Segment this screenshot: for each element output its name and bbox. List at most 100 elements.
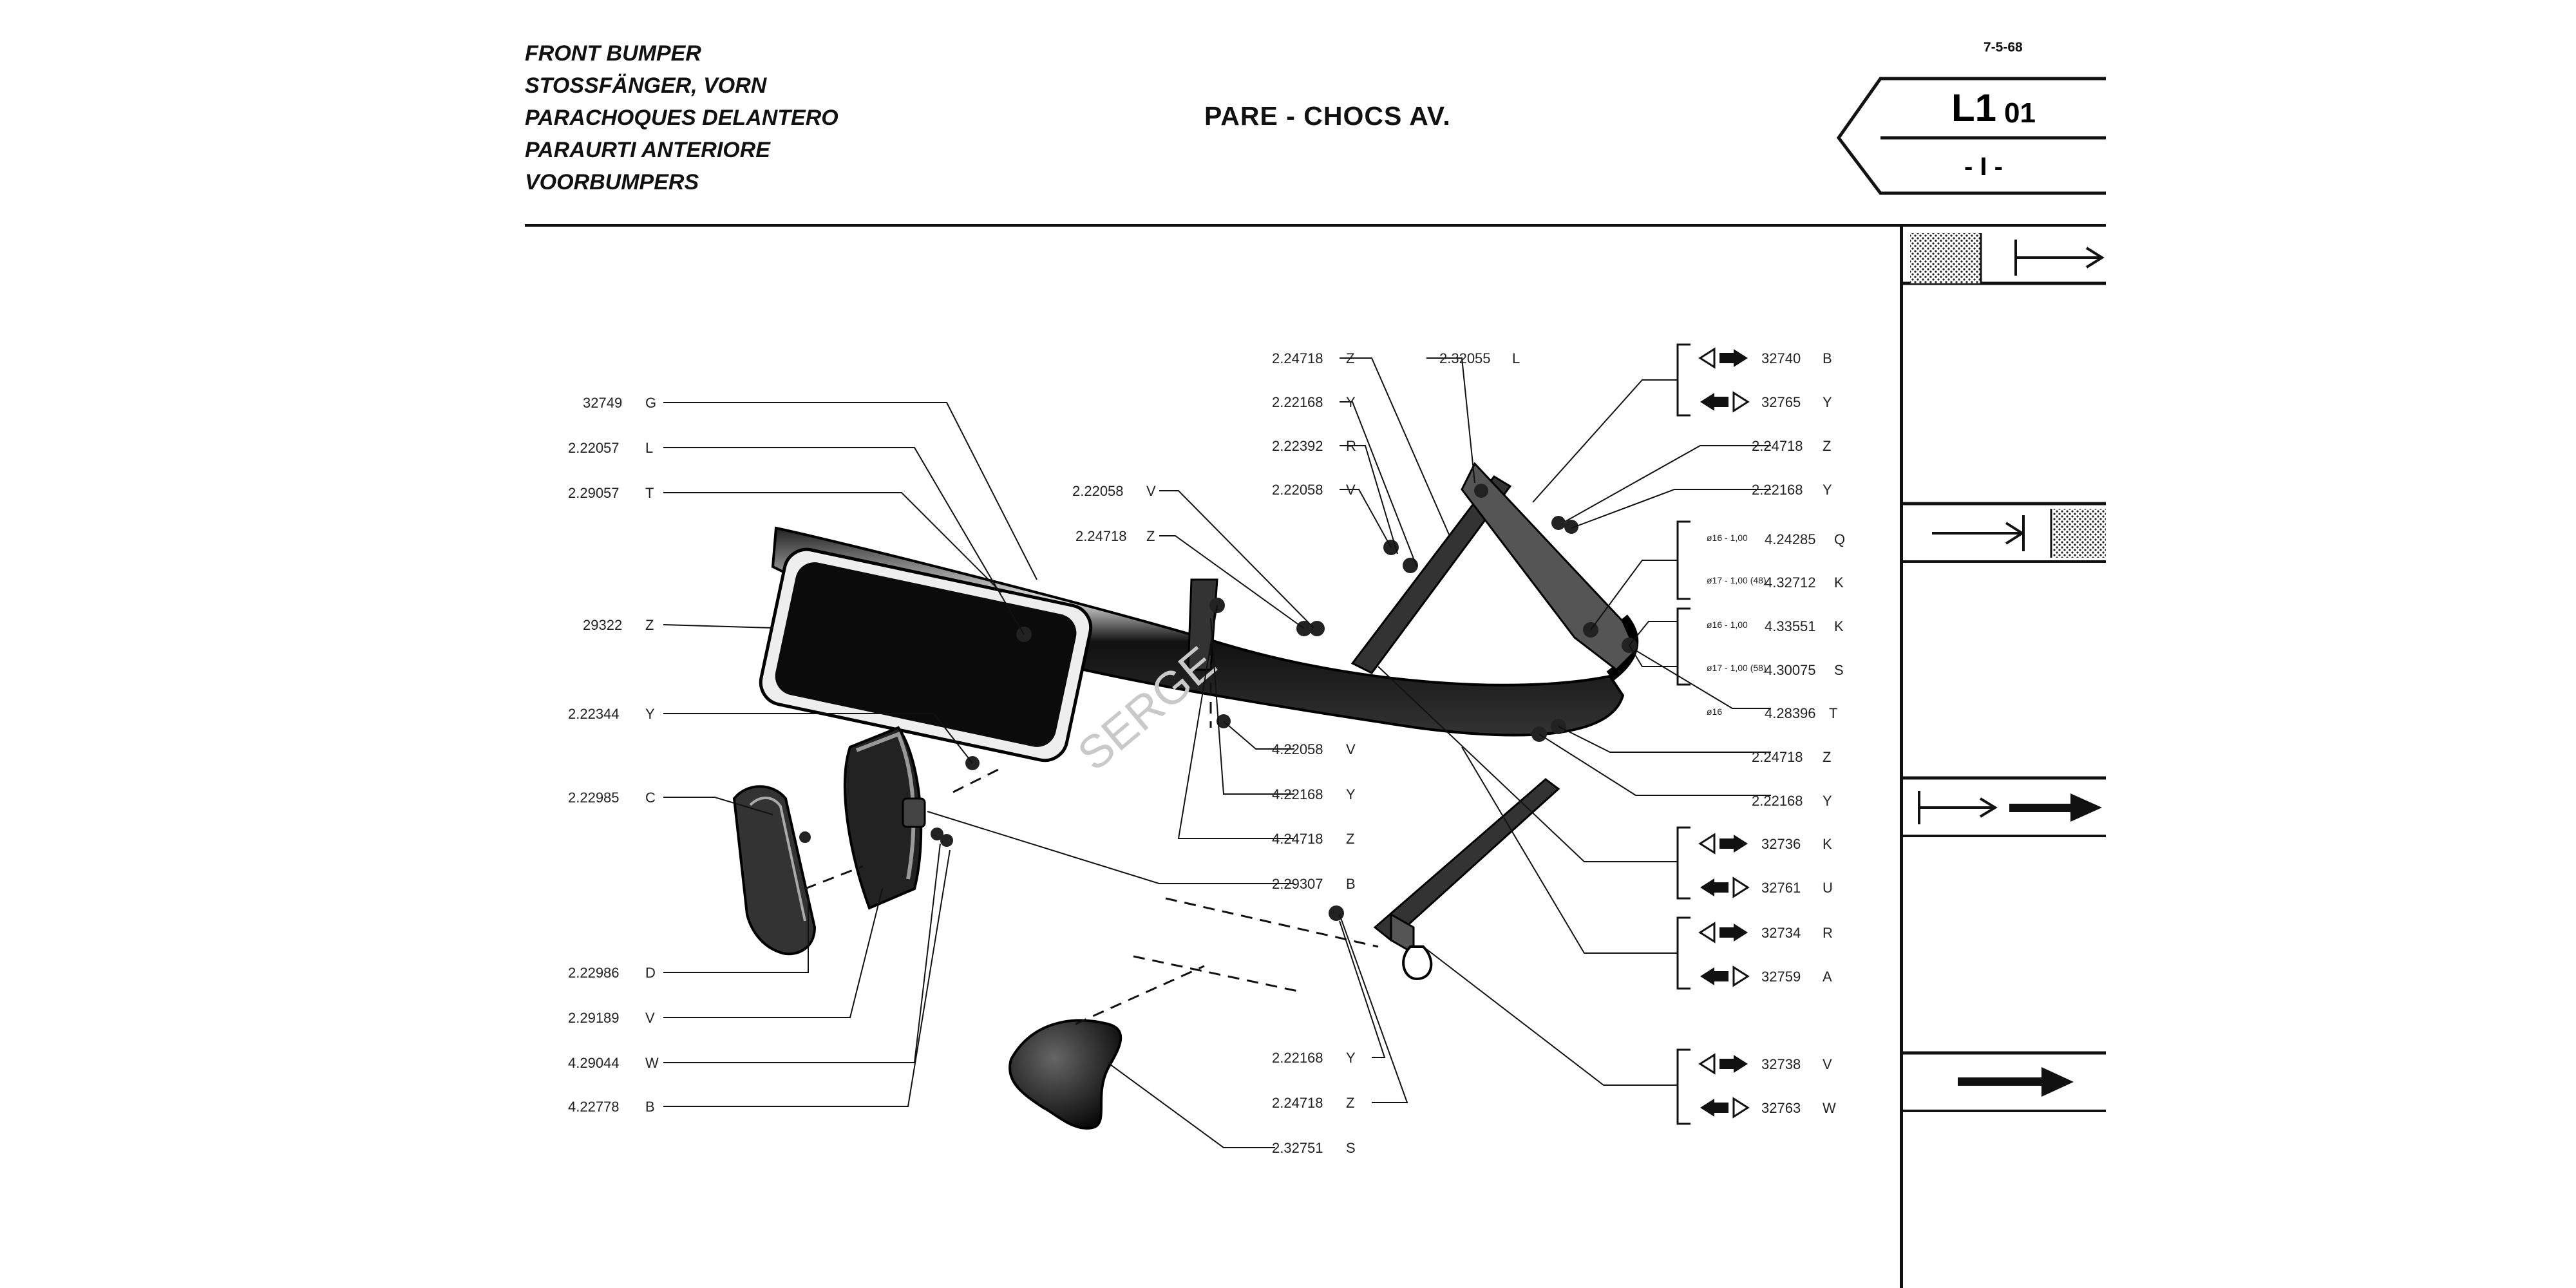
part-letter: U — [1823, 880, 1833, 896]
part-letter: K — [1834, 574, 1844, 591]
part-letter: W — [1823, 1100, 1836, 1116]
arrow-pair-icon — [1698, 922, 1748, 943]
part-letter: Z — [1346, 831, 1354, 847]
part-number: 4.24285 — [1765, 531, 1816, 547]
dia-note: ø16 - 1,00 — [1707, 533, 1748, 543]
part-letter: V — [645, 1010, 655, 1026]
part-number: 2.22057 — [568, 440, 620, 456]
rubber-pad — [732, 785, 817, 956]
arrow-to-stop-icon — [1932, 515, 2025, 551]
title-de: STOSSFÄNGER, VORN — [525, 73, 767, 98]
solid-arrow-icon — [2009, 793, 2102, 822]
part-letter: S — [1834, 662, 1844, 678]
part-number: 2.24718 — [1752, 749, 1803, 765]
part-number: 2.22985 — [568, 790, 620, 806]
part-number: 4.22058 — [1272, 741, 1323, 757]
part-number: 2.32055 — [1439, 350, 1491, 366]
tab-number: 01 — [2004, 97, 2036, 129]
part-letter: W — [645, 1055, 659, 1071]
part-letter: Z — [1346, 1095, 1354, 1111]
part-letter: B — [1346, 876, 1356, 892]
index-column-divider — [1900, 227, 1903, 1288]
part-number: 4.28396 — [1765, 705, 1816, 721]
part-number: 4.30075 — [1765, 662, 1816, 678]
header-divider — [525, 224, 2106, 227]
part-number: 32763 — [1761, 1100, 1801, 1116]
title-block: FRONT BUMPER STOSSFÄNGER, VORN PARACHOQU… — [525, 37, 838, 198]
part-number: 2.22344 — [568, 706, 620, 722]
part-number: 2.24718 — [1752, 438, 1803, 454]
part-letter: Y — [1346, 1050, 1356, 1066]
overrider — [843, 726, 926, 910]
part-letter: G — [645, 395, 656, 411]
part-letter: Y — [645, 706, 655, 722]
part-number: 4.22168 — [1272, 786, 1323, 802]
title-nl: VOORBUMPERS — [525, 170, 699, 194]
part-number: 32761 — [1761, 880, 1801, 896]
arrow-right-stop-icon — [2014, 240, 2105, 276]
part-number: 32765 — [1761, 394, 1801, 410]
part-number: 2.32751 — [1272, 1140, 1323, 1156]
part-number: 2.29189 — [568, 1010, 620, 1026]
part-letter: Z — [1146, 528, 1155, 544]
part-letter: C — [645, 790, 656, 806]
arrow-from-start-icon — [1918, 791, 1998, 824]
mounting-brackets — [1187, 462, 1637, 981]
part-letter: Y — [1346, 786, 1356, 802]
dia-note: ø17 - 1,00 (58) — [1707, 663, 1766, 673]
part-number: 2.24718 — [1272, 1095, 1323, 1111]
part-letter: B — [1823, 350, 1832, 366]
part-letter: Y — [1823, 394, 1832, 410]
hatched-box-1 — [1910, 233, 1981, 283]
page-title: PARE - CHOCS AV. — [1204, 101, 1451, 131]
part-number: 29322 — [583, 617, 622, 633]
part-letter: Y — [1823, 482, 1832, 498]
part-number: 32749 — [583, 395, 622, 411]
part-number: 2.22392 — [1272, 438, 1323, 454]
arrow-pair-icon — [1698, 347, 1748, 369]
part-letter: K — [1834, 618, 1844, 634]
index-column — [1902, 233, 2106, 1112]
part-number: 4.32712 — [1765, 574, 1816, 591]
part-number: 2.22058 — [1072, 483, 1124, 499]
part-number: 4.29044 — [568, 1055, 620, 1071]
tab-page: - I - — [1964, 153, 2003, 181]
hatched-box-2 — [2053, 509, 2106, 558]
part-letter: Y — [1346, 394, 1356, 410]
dia-note: ø16 — [1707, 706, 1722, 717]
part-number: 2.22058 — [1272, 482, 1323, 498]
part-letter: R — [1346, 438, 1356, 454]
page-tab: L1 01 - I - — [1836, 77, 2106, 195]
part-letter: V — [1146, 483, 1156, 499]
part-letter: L — [645, 440, 653, 456]
part-letter: S — [1346, 1140, 1356, 1156]
dia-note: ø16 - 1,00 — [1707, 620, 1748, 630]
side-arrows — [1698, 347, 1750, 1119]
part-letter: Z — [1823, 749, 1831, 765]
part-letter: Z — [1346, 350, 1354, 366]
part-number: 2.22168 — [1752, 793, 1803, 809]
part-letter: L — [1512, 350, 1520, 366]
part-letter: Z — [645, 617, 654, 633]
tab-code: L1 — [1951, 86, 1996, 129]
title-en: FRONT BUMPER — [525, 41, 701, 66]
part-letter: K — [1823, 836, 1832, 852]
part-number: 32734 — [1761, 925, 1801, 941]
title-it: PARAURTI ANTERIORE — [525, 138, 770, 162]
part-number: 2.22168 — [1272, 394, 1323, 410]
part-number: 32736 — [1761, 836, 1801, 852]
part-number: 4.33551 — [1765, 618, 1816, 634]
grouping-brackets — [1676, 343, 1690, 1125]
part-number: 2.22986 — [568, 965, 620, 981]
part-letter: V — [1823, 1056, 1832, 1072]
bumper-illustration — [732, 462, 1639, 1130]
diameter-notes: ø16 - 1,00 ø17 - 1,00 (48) ø16 - 1,00 ø1… — [1707, 533, 1766, 717]
part-letter: V — [1346, 482, 1356, 498]
part-letter: A — [1823, 969, 1832, 985]
part-letter: Z — [1823, 438, 1831, 454]
part-letter: R — [1823, 925, 1833, 941]
arrow-pair-icon — [1698, 1053, 1748, 1075]
title-es: PARACHOQUES DELANTERO — [525, 106, 838, 130]
